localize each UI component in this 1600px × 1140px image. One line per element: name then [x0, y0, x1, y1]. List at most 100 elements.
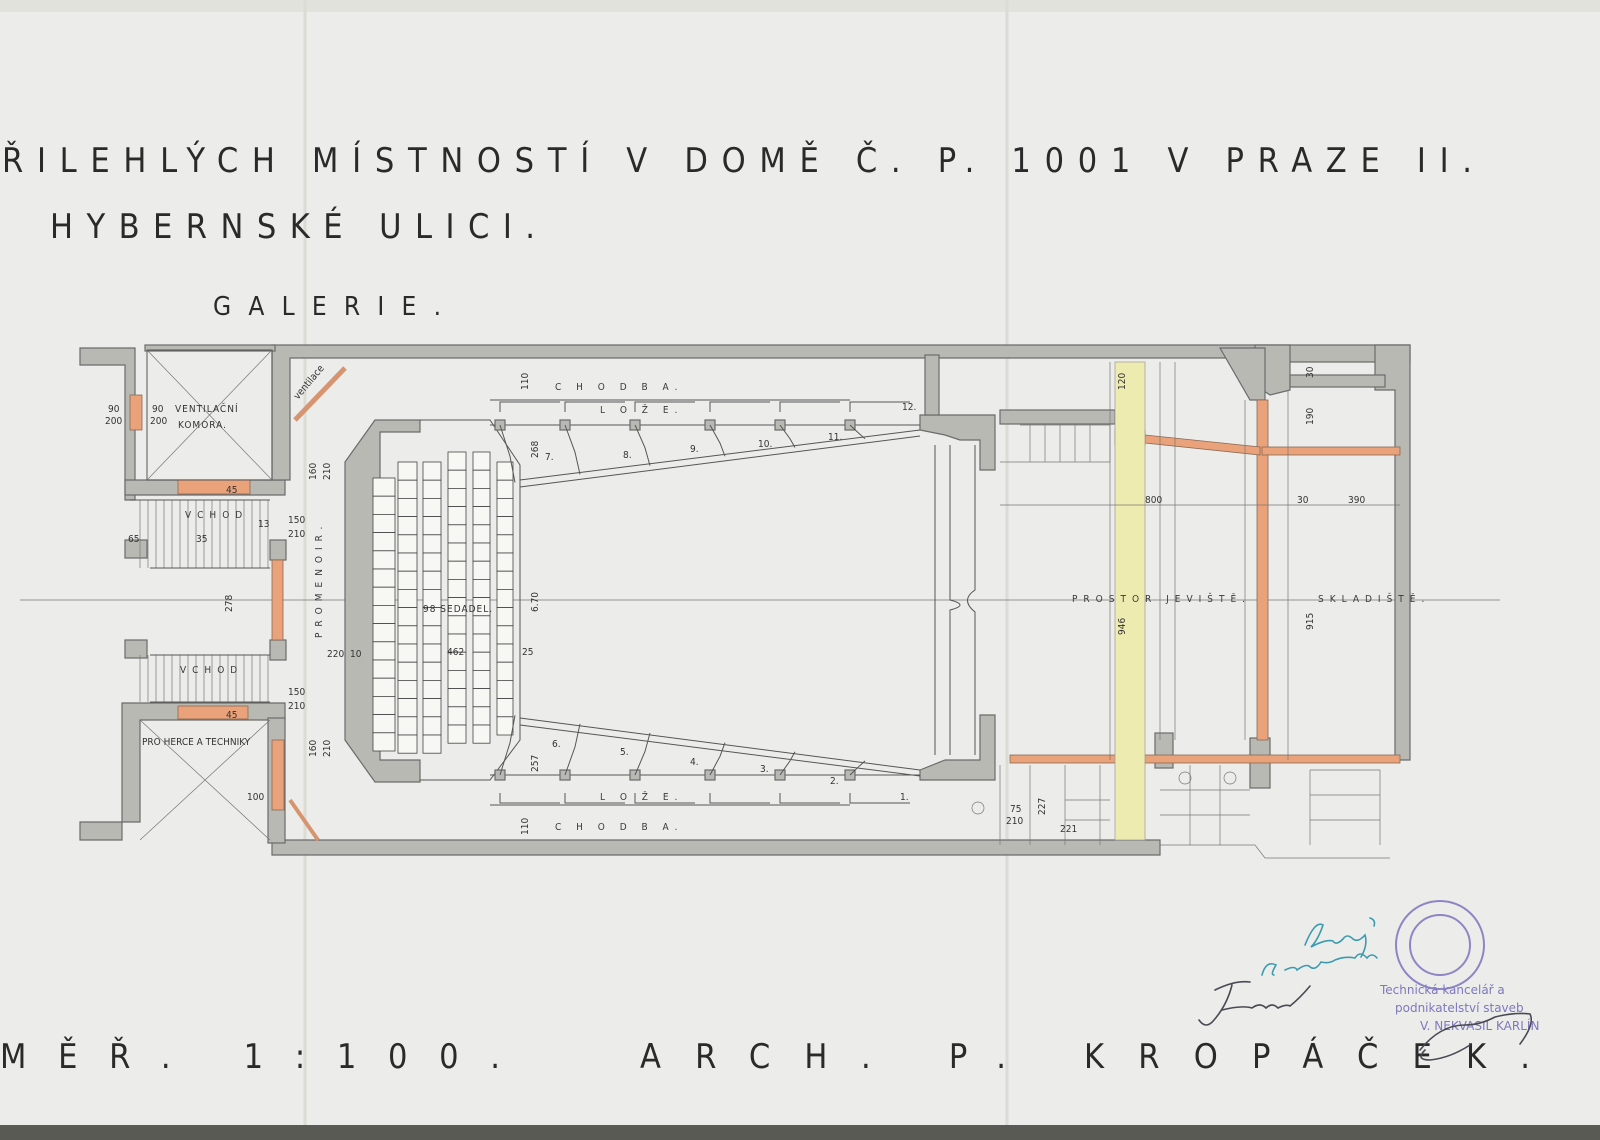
dimension: 946: [1117, 618, 1128, 635]
seat: [422, 680, 442, 700]
seat: [397, 570, 418, 590]
stage-stairs: [1020, 424, 1111, 462]
seat: [472, 615, 491, 635]
box-divider: [634, 424, 651, 466]
seat: [397, 680, 418, 700]
seat: [372, 659, 396, 679]
dimension: 35: [196, 534, 207, 545]
seat: [496, 643, 514, 663]
seat: [397, 698, 418, 718]
seat: [422, 516, 442, 536]
box-door: [709, 401, 770, 412]
box-door: [779, 401, 840, 412]
parapet-bottom: [519, 717, 921, 771]
dimension: 45: [226, 485, 237, 496]
cross-line: [146, 349, 273, 481]
seat: [397, 534, 418, 554]
dimension: 150: [288, 687, 305, 698]
seat: [372, 568, 396, 588]
label-corridor-top: C H O D B A.: [555, 382, 683, 393]
seat: [447, 487, 467, 507]
seat: [447, 542, 467, 562]
seat: [372, 714, 396, 734]
seat: [447, 469, 467, 489]
wall: [924, 354, 940, 416]
box-divider: [499, 715, 516, 776]
dimension: 390: [1348, 495, 1365, 506]
box-number: 2.: [830, 776, 839, 787]
office-stamp: Technická kancelář a podnikatelství stav…: [1379, 900, 1539, 1033]
seat: [397, 716, 418, 736]
new-wall: [177, 705, 249, 720]
seat: [447, 706, 467, 726]
signature-dark: [1198, 980, 1311, 1026]
dimension: 160: [308, 463, 319, 480]
dimension: 65: [128, 534, 139, 545]
seat: [422, 625, 442, 645]
seat: [372, 641, 396, 661]
dimension: 210: [322, 463, 333, 480]
label-entrance-bottom: VCHOD: [180, 665, 243, 676]
box-number: 11.: [828, 432, 842, 443]
seat-grid: [372, 451, 514, 754]
seat: [447, 524, 467, 544]
new-wall: [1009, 754, 1401, 764]
new-wall: [271, 559, 284, 641]
stamp-line-3: V. NEKVASIL KARLÍN: [1420, 1018, 1539, 1033]
balcony-parapets: [490, 399, 976, 806]
box-door: [849, 793, 910, 804]
stamp-circle-inner: [1409, 914, 1471, 976]
seat: [422, 698, 442, 718]
box-door: [779, 793, 840, 804]
box-number: 1.: [900, 792, 909, 803]
seat: [422, 734, 442, 754]
seat: [397, 661, 418, 681]
toilet-icon: [971, 801, 985, 815]
seat: [472, 651, 491, 671]
service-rooms: [1160, 844, 1390, 859]
box-divider: [499, 424, 516, 483]
seat: [496, 698, 514, 718]
dimension: 210: [288, 529, 305, 540]
stamp-line-1: Technická kancelář a: [1379, 983, 1505, 997]
seat: [447, 615, 467, 635]
stair-treads-bottom: [139, 655, 269, 702]
label-storage: SKLADIŠTĚ.: [1318, 592, 1430, 605]
seat: [372, 550, 396, 570]
dimension: 10: [350, 649, 362, 660]
dimension: 278: [224, 595, 235, 612]
box-door: [634, 401, 695, 412]
signatures: [1198, 917, 1533, 1061]
stamp-circle: [1395, 900, 1485, 990]
label-boxes-bottom: L O Ž E.: [600, 790, 683, 803]
ventilation-duct: [288, 798, 320, 842]
dimension-labels: 90 200 90 200 160 210 150 210 45 13 65 3…: [105, 366, 1365, 835]
seat: [472, 542, 491, 562]
new-wall: [1256, 399, 1269, 741]
dimension: 221: [1060, 824, 1077, 835]
toilet-icon: [1178, 771, 1192, 785]
seat: [422, 534, 442, 554]
signature-dark: [1419, 1012, 1533, 1061]
wall: [1289, 374, 1386, 388]
dimension: 6.70: [530, 592, 541, 612]
seat: [447, 724, 467, 744]
seat: [372, 514, 396, 534]
box-door: [634, 793, 695, 804]
box-divider: [709, 424, 726, 457]
label-ventilation-chamber: KOMORA.: [178, 420, 227, 431]
cross-line: [139, 719, 271, 841]
seat: [472, 451, 491, 471]
label-boxes-top: L O Ž E.: [600, 403, 683, 416]
label-corridor-bottom: C H O D B A.: [555, 822, 683, 833]
seat: [372, 732, 396, 752]
dimension: 200: [105, 416, 122, 427]
seat: [447, 688, 467, 708]
box-divider: [849, 760, 866, 776]
box-door: [564, 793, 625, 804]
box-divider: [709, 742, 726, 776]
dimension: 110: [520, 818, 531, 835]
seat: [496, 625, 514, 645]
box-number: 9.: [690, 444, 699, 455]
